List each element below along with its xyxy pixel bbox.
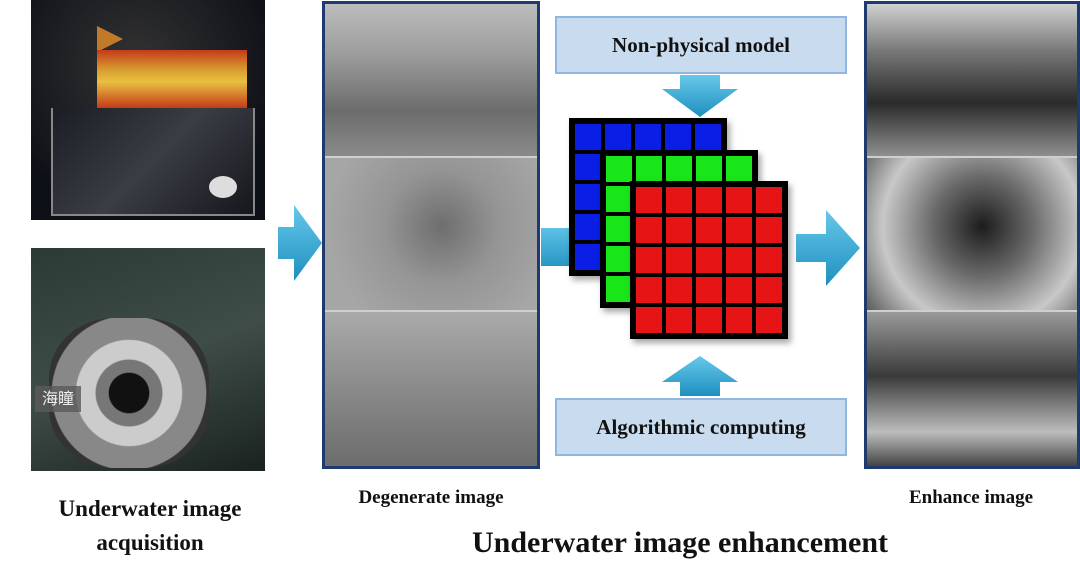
red-channel-cell xyxy=(696,307,722,333)
green-channel-cell xyxy=(606,156,632,182)
blue-channel-cell xyxy=(575,244,601,270)
red-channel-cell xyxy=(636,187,662,213)
arrow-right-icon xyxy=(796,210,860,286)
red-channel-cell xyxy=(666,247,692,273)
red-channel-cell xyxy=(666,217,692,243)
blue-channel-cell xyxy=(575,124,601,150)
red-channel-cell xyxy=(636,217,662,243)
degenerate-strip-2 xyxy=(325,158,537,312)
red-channel-cell xyxy=(726,247,752,273)
acquisition-photo-camera: 海瞳 xyxy=(31,248,265,471)
red-channel-grid xyxy=(630,181,788,339)
red-channel-cell xyxy=(726,307,752,333)
red-channel-cell xyxy=(756,187,782,213)
red-channel-cell xyxy=(726,277,752,303)
red-channel-cell xyxy=(726,217,752,243)
blue-channel-cell xyxy=(635,124,661,150)
degenerate-strip-1 xyxy=(325,4,537,158)
rov-flag xyxy=(97,26,123,52)
blue-channel-cell xyxy=(695,124,721,150)
red-channel-cell xyxy=(636,277,662,303)
green-channel-cell xyxy=(606,186,632,212)
red-channel-cell xyxy=(666,187,692,213)
enhanced-strip-1 xyxy=(867,4,1077,158)
red-channel-cell xyxy=(696,247,722,273)
blue-channel-cell xyxy=(665,124,691,150)
green-channel-cell xyxy=(606,216,632,242)
green-channel-cell xyxy=(696,156,722,182)
arrow-right-icon xyxy=(278,205,322,281)
enhanced-strip-3 xyxy=(867,312,1077,466)
green-channel-cell xyxy=(606,246,632,272)
red-channel-cell xyxy=(756,247,782,273)
enhanced-image-frame xyxy=(864,1,1080,469)
blue-channel-cell xyxy=(575,214,601,240)
red-channel-cell xyxy=(696,187,722,213)
algorithmic-computing-box: Algorithmic computing xyxy=(555,398,847,456)
green-channel-cell xyxy=(726,156,752,182)
green-channel-cell xyxy=(666,156,692,182)
arrow-down-icon xyxy=(662,75,738,117)
red-channel-cell xyxy=(756,217,782,243)
red-channel-cell xyxy=(726,187,752,213)
rov-light xyxy=(209,176,237,198)
degenerate-label: Degenerate image xyxy=(358,487,504,508)
red-channel-cell xyxy=(636,307,662,333)
enhance-label: Enhance image xyxy=(908,487,1034,508)
blue-channel-cell xyxy=(575,154,601,180)
red-channel-cell xyxy=(636,247,662,273)
non-physical-model-box: Non-physical model xyxy=(555,16,847,74)
red-channel-cell xyxy=(696,277,722,303)
acquisition-photo-rov xyxy=(31,0,265,220)
enhanced-strip-2 xyxy=(867,158,1077,312)
diagram-title: Underwater image enhancement xyxy=(471,526,889,559)
rov-frame xyxy=(51,108,255,216)
green-channel-cell xyxy=(636,156,662,182)
red-channel-cell xyxy=(666,277,692,303)
red-channel-cell xyxy=(666,307,692,333)
rov-body xyxy=(97,50,247,108)
degenerate-image-frame xyxy=(322,1,540,469)
acquisition-label: Underwater image acquisition xyxy=(58,496,242,555)
green-channel-cell xyxy=(606,276,632,302)
arrow-up-icon xyxy=(662,356,738,396)
camera-overlay-label: 海瞳 xyxy=(35,386,81,412)
blue-channel-cell xyxy=(605,124,631,150)
red-channel-cell xyxy=(696,217,722,243)
degenerate-strip-3 xyxy=(325,312,537,466)
red-channel-cell xyxy=(756,277,782,303)
blue-channel-cell xyxy=(575,184,601,210)
red-channel-cell xyxy=(756,307,782,333)
